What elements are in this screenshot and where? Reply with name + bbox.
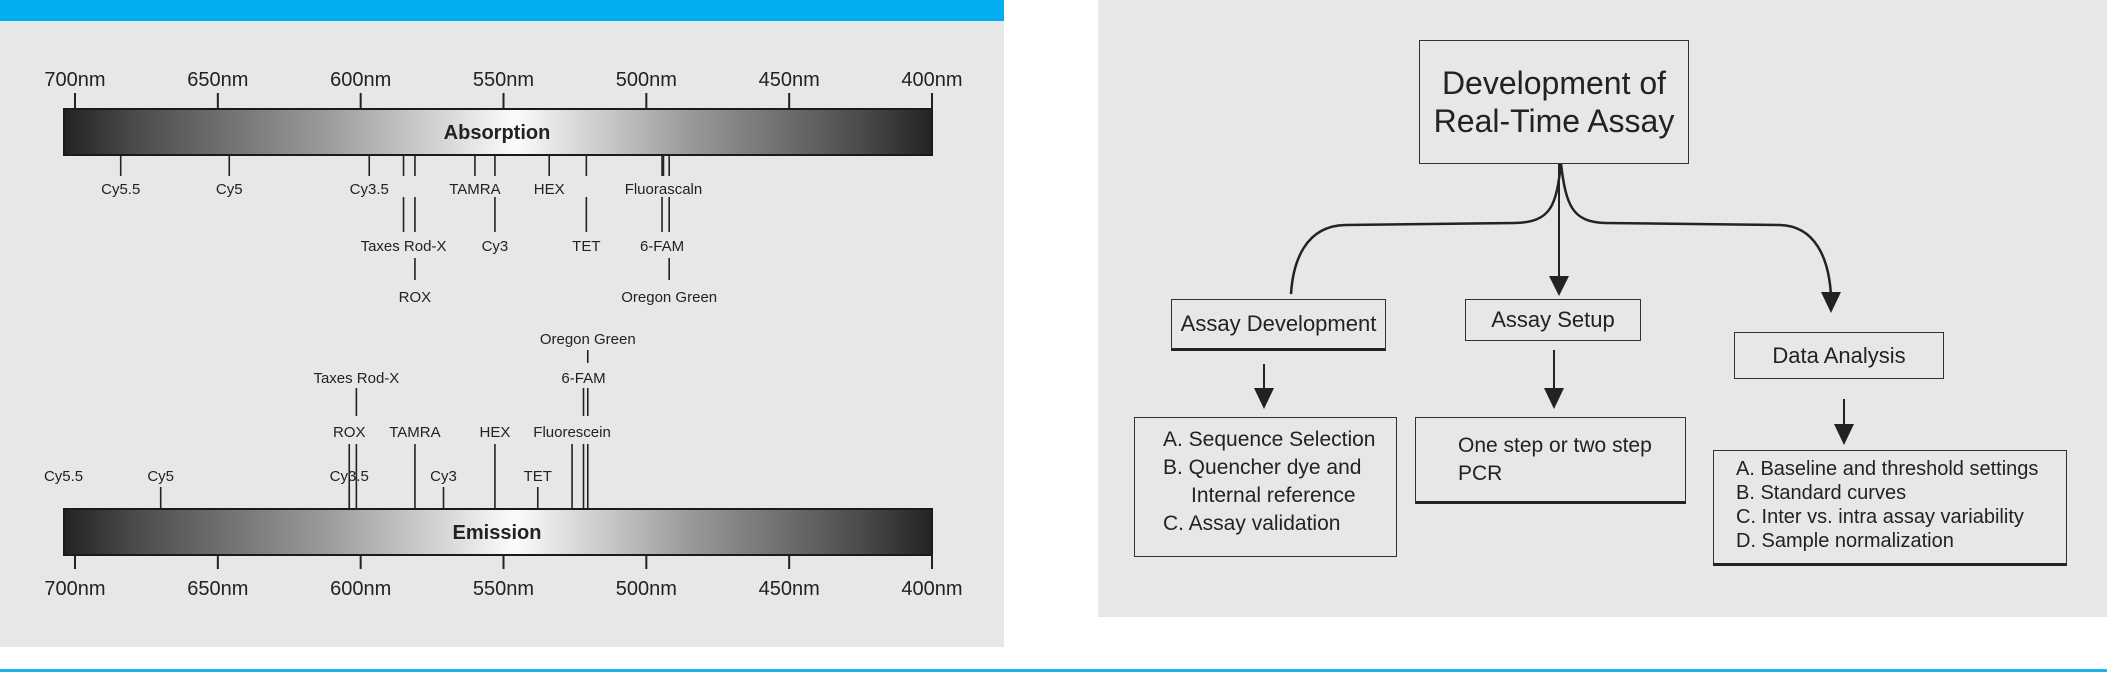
dye-label: HEX bbox=[534, 181, 565, 198]
box-label: Assay Development bbox=[1180, 311, 1377, 336]
dye-label: Cy5.5 bbox=[101, 181, 140, 198]
data-analysis-details: A. Baseline and threshold settings B. St… bbox=[1713, 450, 2067, 566]
axis-tick-label: 450nm bbox=[759, 578, 820, 600]
data-analysis-box: Data Analysis bbox=[1734, 332, 1944, 379]
spectrum-bar bbox=[63, 108, 933, 156]
axis-tick-label: 500nm bbox=[616, 69, 677, 91]
dye-label: TET bbox=[572, 238, 600, 255]
axis-tick-label: 550nm bbox=[473, 69, 534, 91]
spectrum-bar bbox=[63, 508, 933, 556]
list-item: One step or two step bbox=[1458, 434, 1652, 457]
dye-label: TAMRA bbox=[449, 181, 500, 198]
dye-label: Cy5 bbox=[147, 468, 174, 485]
dye-label: Oregon Green bbox=[621, 289, 717, 306]
dye-label: Oregon Green bbox=[540, 331, 636, 348]
top-accent-bar bbox=[0, 0, 1004, 21]
arrowhead-icon bbox=[1821, 292, 1841, 313]
emission-scale: Emission 700nm 650nm 600nm 550nm 500nm 450nm 40… bbox=[44, 331, 963, 600]
dye-label: Cy3 bbox=[430, 468, 457, 485]
list-item: Internal reference bbox=[1191, 484, 1356, 507]
dye-label: ROX bbox=[333, 424, 366, 441]
list-item: A. Baseline and threshold settings bbox=[1736, 458, 2039, 480]
axis-tick-label: 600nm bbox=[330, 578, 391, 600]
axis-tick-label: 700nm bbox=[44, 578, 105, 600]
list-item: A. Sequence Selection bbox=[1163, 428, 1376, 451]
dye-label: TET bbox=[524, 468, 552, 485]
dye-label: Cy5 bbox=[216, 181, 243, 198]
list-item: C. Inter vs. intra assay variability bbox=[1736, 506, 2024, 528]
axis-tick-label: 400nm bbox=[901, 578, 962, 600]
title-line: Development of bbox=[1441, 65, 1667, 101]
spectra-figure: Absorption 700nm 650nm 600nm 550nm 500nm 450nm… bbox=[44, 69, 963, 600]
assay-development-box: Assay Development bbox=[1171, 299, 1386, 351]
axis-tick-label: 550nm bbox=[473, 578, 534, 600]
list-item: B. Quencher dye and bbox=[1163, 456, 1362, 479]
assay-development-details: A. Sequence Selection B. Quencher dye an… bbox=[1134, 417, 1397, 557]
absorption-scale: Absorption 700nm 650nm 600nm 550nm 500nm 450nm… bbox=[44, 69, 962, 306]
title-line: Real-Time Assay bbox=[1433, 103, 1675, 139]
dye-label: ROX bbox=[399, 289, 432, 306]
dye-label: Cy3 bbox=[482, 238, 509, 255]
axis-tick-label: 500nm bbox=[616, 578, 677, 600]
connector-to-assay-development bbox=[1289, 163, 1563, 295]
dye-label: Taxes Rod-X bbox=[313, 370, 399, 387]
dye-label: HEX bbox=[480, 424, 511, 441]
flowchart-title-box: Development of Real-Time Assay bbox=[1419, 40, 1689, 164]
dye-label: Cy5.5 bbox=[44, 468, 83, 485]
list-item: C. Assay validation bbox=[1163, 512, 1341, 535]
dye-label: 6-FAM bbox=[561, 370, 605, 387]
dye-label: Cy3.5 bbox=[350, 181, 389, 198]
spectrum-bar-label: Emission bbox=[453, 522, 542, 544]
list-item: B. Standard curves bbox=[1736, 482, 1907, 504]
assay-setup-box: Assay Setup bbox=[1465, 299, 1641, 341]
axis-tick-label: 650nm bbox=[187, 578, 248, 600]
box-label: Data Analysis bbox=[1772, 342, 1906, 368]
dye-label: Fluorascaln bbox=[625, 181, 703, 198]
dye-label: Fluorescein bbox=[533, 424, 611, 441]
arrowhead-icon bbox=[1544, 388, 1564, 409]
connector-to-data-analysis bbox=[1559, 163, 1833, 297]
axis-tick-label: 700nm bbox=[44, 69, 105, 91]
axis-tick-label: 650nm bbox=[187, 69, 248, 91]
dye-label: TAMRA bbox=[389, 424, 440, 441]
axis-tick-label: 450nm bbox=[759, 69, 820, 91]
box-label: Assay Setup bbox=[1491, 307, 1615, 332]
assay-setup-details: One step or two step PCR bbox=[1415, 417, 1686, 504]
spectrum-bar-label: Absorption bbox=[444, 122, 551, 144]
axis-tick-label: 600nm bbox=[330, 69, 391, 91]
list-item: PCR bbox=[1458, 462, 1503, 485]
axis-tick-label: 400nm bbox=[901, 69, 962, 91]
dye-label: Taxes Rod-X bbox=[361, 238, 447, 255]
arrowhead-icon bbox=[1834, 424, 1854, 445]
arrowhead-icon bbox=[1254, 388, 1274, 409]
dye-label: 6-FAM bbox=[640, 238, 684, 255]
arrowhead-icon bbox=[1549, 276, 1569, 296]
bottom-accent-line bbox=[0, 669, 2107, 672]
list-item: D. Sample normalization bbox=[1736, 530, 1954, 552]
